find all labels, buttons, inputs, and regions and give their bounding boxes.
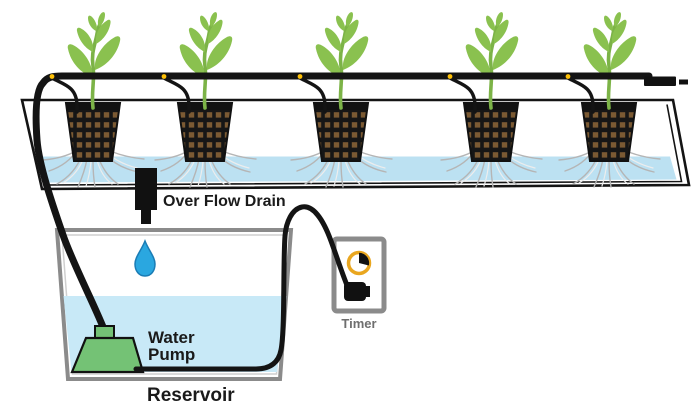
drip-supply-line — [32, 72, 688, 336]
overflow-drain-label: Over Flow Drain — [163, 193, 286, 210]
power-plug — [344, 282, 370, 301]
water-pump — [70, 325, 145, 374]
timer-label: Timer — [341, 316, 377, 331]
line-end-cap — [644, 76, 676, 86]
water-drop-icon — [134, 238, 156, 277]
line-end-plug — [679, 79, 688, 85]
timer-clock-icon — [346, 250, 372, 276]
reservoir-label: Reservoir — [147, 385, 235, 406]
power-cord — [133, 204, 352, 372]
water-pump-label: Water Pump — [148, 328, 196, 364]
overflow-drain — [135, 168, 157, 224]
tray-water — [40, 156, 677, 183]
drip-emitters — [49, 74, 571, 79]
